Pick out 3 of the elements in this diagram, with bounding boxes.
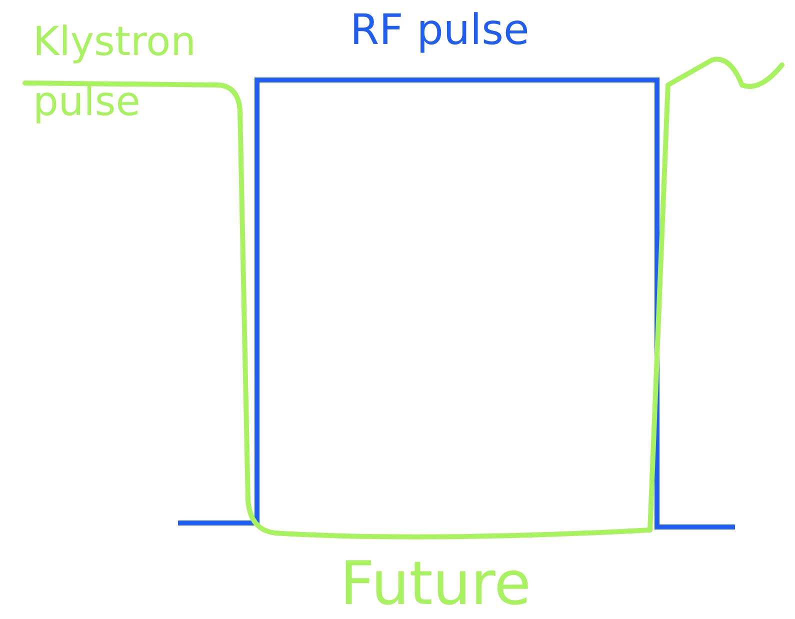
waveform-label: RF pulse [350,8,530,52]
waveform-label: Klystron pulse [33,18,197,127]
caption-text: Future [340,553,532,616]
